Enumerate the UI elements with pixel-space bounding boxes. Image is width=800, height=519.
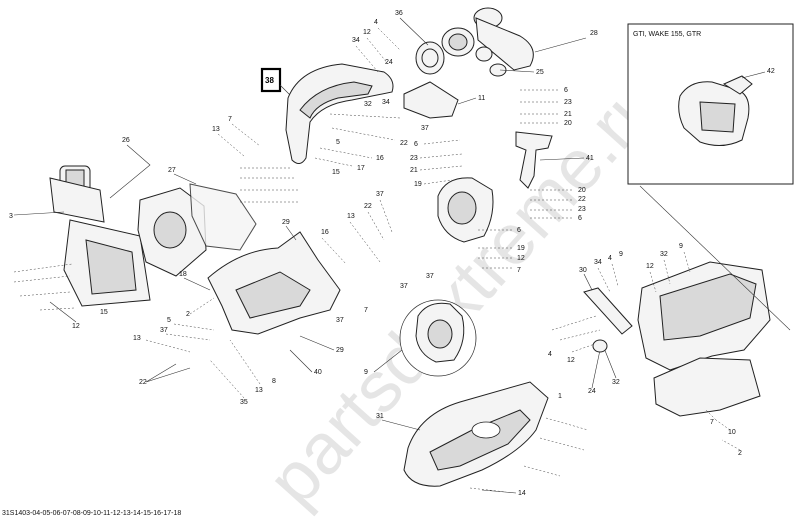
callout-24b: 24	[588, 388, 596, 395]
callout-12: 12	[363, 29, 371, 36]
callout-7b: 7	[710, 419, 714, 426]
callout-6d: 6	[517, 227, 521, 234]
part-42-icon	[678, 75, 753, 146]
callout-21c: 21	[410, 167, 418, 174]
callout-29b: 40	[314, 369, 322, 376]
part-29-bracket	[207, 231, 341, 335]
callout-35a: 37	[400, 283, 408, 290]
highlighted-callout-box	[260, 67, 282, 93]
callout-13b: 13	[347, 213, 355, 220]
callout-32c: 32	[612, 379, 620, 386]
callout-20a: 20	[564, 120, 572, 127]
callout-24: 24	[385, 59, 393, 66]
callout-28: 28	[590, 30, 598, 37]
callout-9b: 9	[679, 243, 683, 250]
callout-21a: 21	[564, 111, 572, 118]
callout-13c: 37	[160, 327, 168, 334]
part-38-bracket	[285, 63, 394, 164]
callout-12d: 15	[100, 309, 108, 316]
drawing-code: 31S1403-04-05-06-07-08-09-10-11-12-13-14…	[2, 510, 181, 517]
callout-30: 30	[579, 267, 587, 274]
callout-22c: 22	[364, 203, 372, 210]
callout-34c: 34	[594, 259, 602, 266]
callout-12b: 15	[332, 169, 340, 176]
callout-13a: 13	[212, 126, 220, 133]
callout-4c: 4	[548, 351, 552, 358]
callout-23: 11	[478, 95, 485, 102]
part-33-intake-manifold	[637, 261, 771, 417]
callout-2a: 2	[186, 311, 190, 318]
callout-32b: 32	[660, 251, 668, 258]
part-25-28-assembly	[415, 7, 534, 77]
callout-35b: 35	[240, 399, 248, 406]
inset-box: GTI, WAKE 155, GTR 42	[627, 23, 794, 185]
callout-7: 7	[228, 116, 232, 123]
callout-37b: 37	[376, 191, 384, 198]
callout-13d: 13	[255, 387, 263, 394]
callout-3: 3	[9, 213, 13, 220]
part-3-actuator	[49, 165, 151, 307]
callout-12f: 12	[567, 357, 575, 364]
part-30-fuel-rail	[583, 287, 633, 335]
callout-37a: 37	[421, 125, 429, 132]
callout-36: 36	[395, 10, 403, 17]
callout-37d: 37	[336, 317, 344, 324]
callout-20b: 20	[578, 187, 586, 194]
callout-25: 25	[536, 69, 544, 76]
callout-2b: 2	[738, 450, 742, 457]
callout-10: 10	[728, 429, 736, 436]
callout-42: 42	[767, 68, 775, 75]
callout-5: 5	[336, 139, 340, 146]
callout-32: 32	[364, 101, 372, 108]
part-24-grommet	[592, 339, 608, 353]
callout-11c: 23	[410, 155, 418, 162]
callout-4b: 4	[608, 255, 612, 262]
callout-34: 34	[352, 37, 360, 44]
callout-39: 29	[336, 347, 344, 354]
callout-16: 16	[376, 155, 384, 162]
callout-9: 9	[619, 251, 623, 258]
callout-16b: 16	[321, 229, 329, 236]
part-intake-tube	[437, 177, 494, 243]
callout-15: 12	[72, 323, 80, 330]
callout-11a: 23	[564, 99, 572, 106]
callout-29a: 29	[282, 219, 290, 226]
callout-27: 27	[168, 167, 176, 174]
callout-22a: 22	[400, 140, 408, 147]
callout-8c: 8	[272, 378, 276, 385]
callout-17: 17	[357, 165, 365, 172]
callout-19a: 19	[414, 181, 422, 188]
callout-8b: 7	[364, 307, 368, 314]
part-23-plate	[403, 81, 459, 119]
part-41-bracket	[515, 131, 553, 189]
part-40-detail	[399, 299, 477, 377]
callout-37e: 22	[139, 379, 147, 386]
callout-6c: 6	[414, 141, 418, 148]
callout-14: 14	[518, 490, 526, 497]
callout-19b: 19	[517, 245, 525, 252]
callout-11b: 23	[578, 206, 586, 213]
callout-31: 31	[376, 413, 384, 420]
callout-6a: 6	[564, 87, 568, 94]
callout-6b: 6	[578, 215, 582, 222]
callout-40: 9	[364, 369, 368, 376]
callout-41: 41	[586, 155, 594, 162]
callout-22d: 13	[133, 335, 141, 342]
highlighted-callout-38: 38	[265, 76, 274, 85]
callout-1: 1	[558, 393, 562, 400]
callout-34b: 34	[382, 99, 390, 106]
callout-4: 4	[374, 19, 378, 26]
part-27-cover	[137, 183, 257, 277]
inset-label: GTI, WAKE 155, GTR	[633, 31, 701, 38]
callout-12c: 12	[517, 255, 525, 262]
callout-37c: 37	[426, 273, 434, 280]
callout-12e: 12	[646, 263, 654, 270]
callout-22b: 22	[578, 196, 586, 203]
callout-5b: 5	[167, 317, 171, 324]
callout-8a: 7	[517, 267, 521, 274]
callout-26: 26	[122, 137, 130, 144]
callout-18: 18	[179, 271, 187, 278]
part-31-cover	[403, 381, 549, 487]
